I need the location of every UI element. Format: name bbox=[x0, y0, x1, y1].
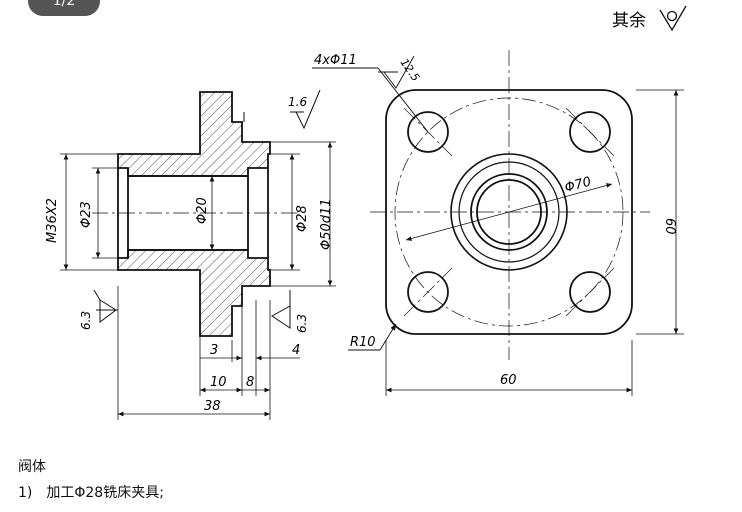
bore-center-label: Φ20 bbox=[195, 197, 210, 224]
outer-diameter-label: Φ50d11 bbox=[319, 198, 334, 250]
dim-4-label: 4 bbox=[292, 343, 300, 358]
dim-outer bbox=[270, 141, 336, 287]
surface-note: 其余 bbox=[612, 11, 646, 31]
bore-large-label: Φ28 bbox=[295, 205, 310, 232]
dim-3-label: 3 bbox=[210, 343, 218, 358]
roughness-symbol-top bbox=[243, 89, 321, 130]
roughness-symbol-left bbox=[93, 289, 118, 323]
holes-roughness-label: 12.5 bbox=[398, 56, 423, 84]
dim-38-label: 38 bbox=[204, 399, 221, 414]
dim-thread bbox=[60, 153, 118, 271]
dim-bore-small bbox=[92, 167, 118, 259]
corner-radius-label: R10 bbox=[350, 335, 376, 350]
dim-10-label: 10 bbox=[210, 375, 227, 390]
bore-small-label: Φ23 bbox=[79, 201, 94, 228]
dim-height bbox=[636, 89, 684, 335]
flange-center-lines bbox=[370, 50, 650, 360]
caption-title: 阀体 bbox=[18, 459, 46, 475]
corner-radius-leader bbox=[348, 323, 397, 351]
page-badge: 1/2 bbox=[28, 0, 100, 16]
dim-bore-large bbox=[268, 153, 300, 271]
dim-8-label: 8 bbox=[246, 375, 254, 390]
roughness-right-label: 6.3 bbox=[295, 314, 309, 333]
section-view bbox=[117, 91, 271, 337]
dim-pitch-circle bbox=[405, 183, 613, 241]
roughness-symbol-right bbox=[271, 290, 291, 329]
dim-width bbox=[385, 340, 633, 396]
caption-task: 1) 加工Φ28铣床夹具; bbox=[18, 485, 164, 501]
roughness-left-label: 6.3 bbox=[79, 311, 93, 330]
holes-leader bbox=[312, 55, 429, 133]
height-label: 60 bbox=[662, 218, 677, 235]
dim-lower bbox=[117, 286, 300, 420]
thread-label: M36X2 bbox=[45, 198, 60, 243]
width-label: 60 bbox=[500, 373, 517, 388]
holes-label: 4xΦ11 bbox=[314, 53, 357, 68]
circle-label: Φ70 bbox=[563, 174, 593, 195]
roughness-top-label: 1.6 bbox=[288, 95, 307, 109]
roughness-symbol-general bbox=[659, 5, 687, 32]
technical-drawing: 其余 M36X2 Φ23 Φ20 Φ28 bbox=[45, 5, 687, 420]
